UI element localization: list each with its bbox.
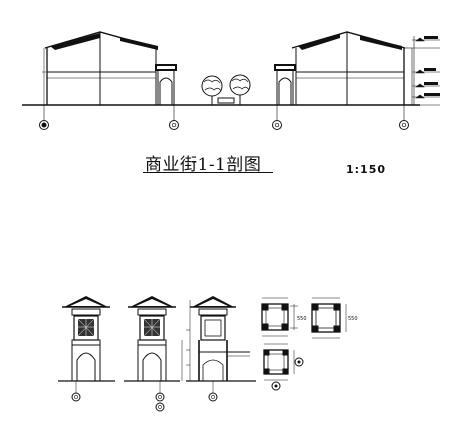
gate-plan-1: 550 xyxy=(261,297,307,337)
gridline-bubble-4 xyxy=(399,120,409,130)
svg-text:550: 550 xyxy=(297,316,307,322)
trees xyxy=(201,74,251,105)
tree-left xyxy=(201,75,223,97)
gate-tower-elevation-b xyxy=(124,296,183,412)
gate-tower-elevations xyxy=(58,296,256,412)
gate-tower-section xyxy=(186,296,256,402)
tree-right xyxy=(229,74,251,96)
bench xyxy=(217,97,235,104)
gate-tower-elevation-a xyxy=(58,296,115,402)
gate-plan-2: 550 xyxy=(311,297,358,339)
gate-plan-3 xyxy=(263,343,304,391)
svg-text:550: 550 xyxy=(348,316,358,322)
section-title-underline xyxy=(143,172,273,173)
section-title: 商业街1-1剖图 xyxy=(145,155,262,175)
left-roof-hatch xyxy=(50,33,100,50)
left-building xyxy=(42,31,177,105)
drawing-scale: 1:150 xyxy=(346,163,387,176)
right-gate xyxy=(274,64,296,105)
gate-plans: 550 550 xyxy=(261,297,358,391)
right-building xyxy=(274,31,440,106)
gridlines xyxy=(43,105,405,120)
gridline-bubble-2 xyxy=(169,120,179,130)
elevation-marks xyxy=(412,36,440,106)
left-roof-hatch-2 xyxy=(120,37,158,50)
left-gate xyxy=(155,64,177,105)
gridline-bubble-3 xyxy=(272,120,282,130)
gridline-bubble-1 xyxy=(39,120,49,130)
street-section xyxy=(22,31,440,130)
